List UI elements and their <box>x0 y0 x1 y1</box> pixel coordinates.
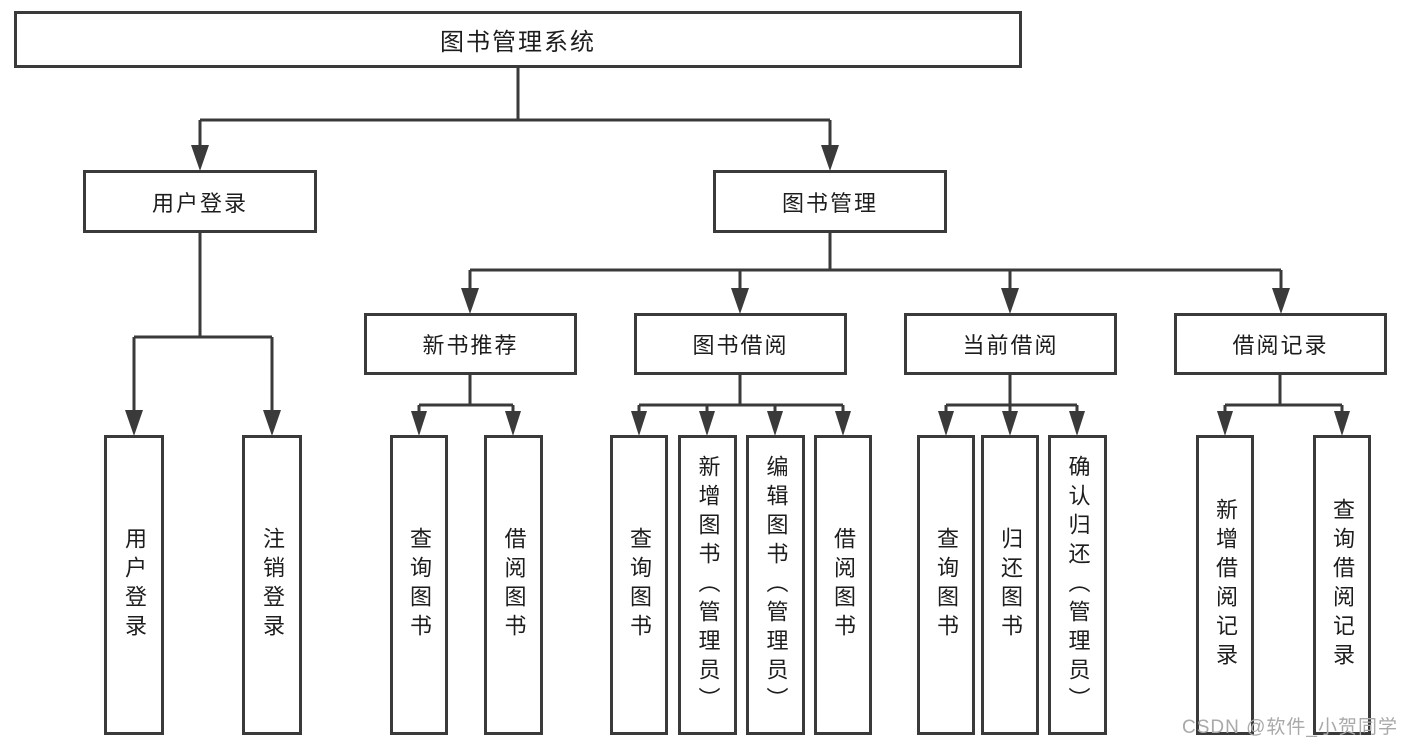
leaf-query-books-borrow-label: 查询图书 <box>627 527 652 643</box>
leaf-borrow-books-recommend-label: 借阅图书 <box>501 527 527 643</box>
leaf-query-books-borrow: 查询图书 <box>610 435 668 735</box>
leaf-query-books-current-label: 查询图书 <box>934 527 959 643</box>
leaf-borrow-books-recommend: 借阅图书 <box>484 435 543 735</box>
leaf-edit-books-admin: 编辑图书（管理员） <box>746 435 805 735</box>
leaf-add-borrow-record-label: 新增借阅记录 <box>1213 498 1238 672</box>
leaf-add-books-admin-label: 新增图书（管理员） <box>695 454 721 716</box>
node-book-borrow: 图书借阅 <box>634 313 847 375</box>
node-current-borrow-label: 当前借阅 <box>962 333 1059 358</box>
node-book-borrow-label: 图书借阅 <box>692 333 789 358</box>
leaf-return-books-label: 归还图书 <box>998 527 1023 643</box>
node-new-book-recommend-label: 新书推荐 <box>422 333 519 358</box>
node-borrow-record-label: 借阅记录 <box>1232 333 1329 358</box>
leaf-return-books: 归还图书 <box>981 435 1039 735</box>
leaf-edit-books-admin-label: 编辑图书（管理员） <box>763 454 789 716</box>
node-current-borrow: 当前借阅 <box>904 313 1117 375</box>
leaf-query-books-recommend-label: 查询图书 <box>407 527 432 643</box>
node-user-login: 用户登录 <box>83 170 317 233</box>
leaf-query-books-recommend: 查询图书 <box>390 435 448 735</box>
node-root-library-system: 图书管理系统 <box>14 11 1022 68</box>
leaf-query-books-current: 查询图书 <box>917 435 975 735</box>
node-book-management: 图书管理 <box>713 170 947 233</box>
leaf-add-borrow-record: 新增借阅记录 <box>1196 435 1254 735</box>
leaf-user-login: 用户登录 <box>104 435 164 735</box>
leaf-borrow-books-label: 借阅图书 <box>831 527 856 643</box>
leaf-confirm-return-admin-label: 确认归还（管理员） <box>1065 454 1091 716</box>
csdn-watermark: CSDN @软件_小贺同学 <box>1182 717 1398 738</box>
leaf-logout-label: 注销登录 <box>260 527 285 643</box>
leaf-logout: 注销登录 <box>242 435 302 735</box>
leaf-query-borrow-record-label: 查询借阅记录 <box>1330 498 1355 672</box>
leaf-query-borrow-record: 查询借阅记录 <box>1313 435 1371 735</box>
node-root-label: 图书管理系统 <box>440 29 596 56</box>
node-new-book-recommend: 新书推荐 <box>364 313 577 375</box>
leaf-confirm-return-admin: 确认归还（管理员） <box>1048 435 1107 735</box>
node-user-login-label: 用户登录 <box>151 190 248 216</box>
node-book-management-label: 图书管理 <box>781 190 878 216</box>
leaf-borrow-books: 借阅图书 <box>814 435 872 735</box>
node-borrow-record: 借阅记录 <box>1174 313 1387 375</box>
leaf-user-login-label: 用户登录 <box>122 527 147 643</box>
leaf-add-books-admin: 新增图书（管理员） <box>678 435 737 735</box>
